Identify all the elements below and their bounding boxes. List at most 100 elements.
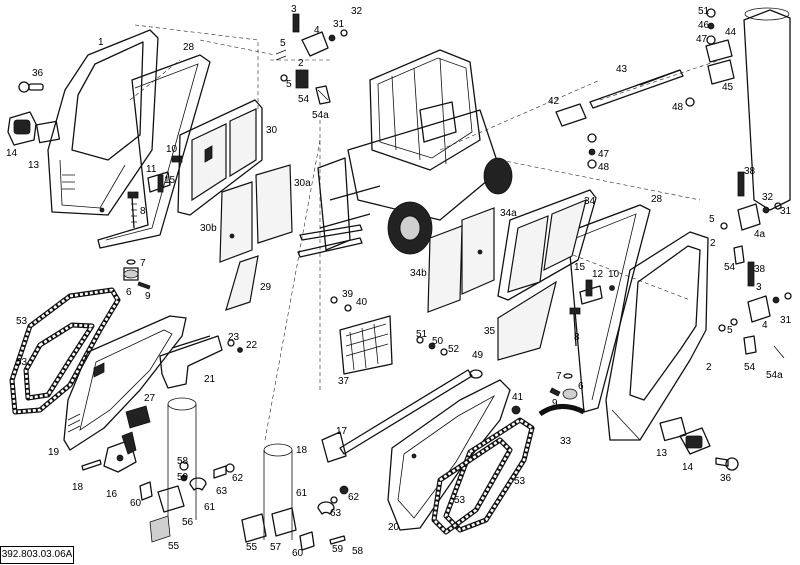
callout-59: 59 (177, 472, 189, 483)
callout-2: 2 (706, 362, 712, 373)
callout-62: 62 (232, 473, 244, 484)
callout-63: 63 (216, 486, 228, 497)
callout-11: 11 (146, 164, 157, 175)
callout-19: 19 (48, 447, 60, 458)
leader-lines (129, 24, 721, 441)
callout-42: 42 (548, 96, 560, 107)
callout-53: 53 (16, 316, 28, 327)
callout-13: 13 (28, 160, 40, 171)
callout-49: 49 (472, 350, 484, 361)
right-seals-53 (431, 417, 535, 535)
callout-16: 16 (106, 489, 118, 500)
right-door-frame (605, 231, 726, 441)
callout-13: 13 (656, 448, 668, 459)
callout-52: 52 (448, 344, 460, 355)
center-post-tube (263, 443, 293, 540)
callout-53: 53 (454, 495, 466, 506)
callout-4: 4 (762, 320, 768, 331)
left-seal-53 (9, 287, 121, 415)
left-lower-hinge-parts (123, 259, 151, 290)
callout-47: 47 (696, 34, 708, 45)
seal-strip-33 (538, 404, 586, 417)
callout-50: 50 (432, 336, 444, 347)
lower-center-small-parts (241, 485, 349, 551)
callout-41: 41 (512, 392, 524, 403)
callout-15: 15 (164, 175, 176, 186)
callout-6: 6 (578, 381, 584, 392)
callout-20: 20 (388, 522, 400, 533)
callout-5: 5 (709, 214, 715, 225)
right-pillar (743, 7, 791, 211)
callout-28: 28 (183, 42, 195, 53)
callout-31: 31 (780, 206, 792, 217)
callout-53: 53 (16, 357, 28, 368)
callout-1: 1 (98, 37, 104, 48)
callout-9: 9 (552, 398, 558, 409)
callout-8: 8 (140, 206, 146, 217)
forklift-illustration (297, 49, 513, 258)
callout-2: 2 (298, 58, 304, 69)
callout-4a: 4a (754, 229, 766, 240)
callout-62: 62 (348, 492, 360, 503)
callout-35: 35 (484, 326, 496, 337)
callout-47: 47 (598, 149, 610, 160)
right-door-seal (567, 204, 651, 413)
callout-10: 10 (166, 144, 178, 155)
callout-51: 51 (416, 329, 428, 340)
callout-8: 8 (574, 332, 580, 343)
right-hinge-parts (720, 171, 792, 359)
cover-27 (125, 405, 151, 429)
callout-4: 4 (314, 25, 320, 36)
callout-34a: 34a (500, 208, 517, 219)
left-latch-16 (81, 431, 137, 473)
callout-5: 5 (280, 38, 286, 49)
callout-58: 58 (177, 456, 189, 467)
right-window-34 (427, 189, 597, 361)
callout-59: 59 (332, 544, 344, 555)
callout-14: 14 (682, 462, 694, 473)
callout-46: 46 (698, 20, 710, 31)
callout-3: 3 (291, 4, 297, 15)
right-hinge-lower-parts (549, 279, 615, 400)
callout-30a: 30a (294, 178, 311, 189)
left-door-seal (97, 54, 211, 249)
callout-7: 7 (140, 258, 146, 269)
callout-22: 22 (246, 340, 258, 351)
callout-55: 55 (168, 541, 180, 552)
lower-left-small-parts (139, 461, 235, 543)
callout-2: 2 (710, 238, 716, 249)
callout-6: 6 (126, 287, 132, 298)
left-trim-panel-19 (63, 315, 187, 451)
rod-17 (321, 336, 521, 463)
callout-34b: 34b (410, 268, 427, 279)
callout-18: 18 (72, 482, 84, 493)
bracket-21 (159, 335, 243, 389)
callout-37: 37 (338, 376, 350, 387)
callout-58: 58 (352, 546, 364, 557)
callout-23: 23 (228, 332, 240, 343)
callout-29: 29 (260, 282, 272, 293)
callout-45: 45 (722, 82, 734, 93)
callout-40: 40 (356, 297, 368, 308)
top-hinge-parts (275, 13, 348, 105)
callout-61: 61 (204, 502, 216, 513)
glass-panels-30 (219, 164, 293, 311)
callout-51: 51 (698, 6, 710, 17)
callout-61: 61 (296, 488, 308, 499)
callout-60: 60 (292, 548, 304, 559)
callout-21: 21 (204, 374, 216, 385)
callout-27: 27 (144, 393, 156, 404)
callout-63: 63 (330, 508, 342, 519)
callout-32: 32 (351, 6, 363, 17)
callout-17: 17 (336, 426, 348, 437)
left-post-tube (167, 397, 197, 520)
left-handle-parts (7, 81, 61, 146)
callout-31: 31 (780, 315, 792, 326)
callout-48: 48 (598, 162, 610, 173)
left-door-frame (47, 29, 159, 216)
callout-54: 54 (724, 262, 736, 273)
callout-31: 31 (333, 19, 345, 30)
callout-43: 43 (616, 64, 628, 75)
